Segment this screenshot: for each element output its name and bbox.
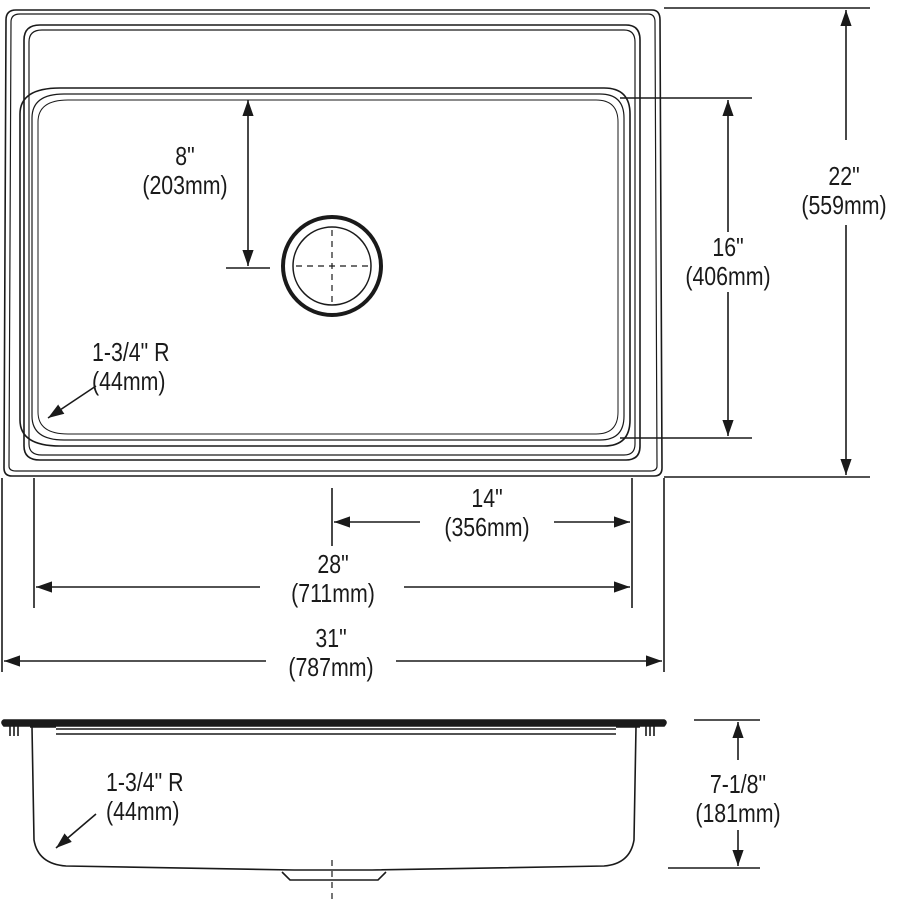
- dim-corner-radius-side: 1-3/4" R (44mm): [106, 768, 229, 826]
- dim-metric: (356mm): [444, 512, 530, 542]
- dim-metric: (406mm): [685, 261, 771, 291]
- dim-imperial: 31": [315, 623, 347, 653]
- dim-metric: (44mm): [106, 796, 180, 826]
- side-view: [1, 719, 760, 900]
- dim-corner-radius-top: 1-3/4" R (44mm): [92, 338, 215, 396]
- drain-inner: [292, 226, 372, 306]
- dim-metric: (787mm): [288, 652, 374, 682]
- dim-imperial: 7-1/8": [709, 769, 767, 799]
- side-flange: [1, 719, 667, 727]
- bowl-outline: [19, 87, 631, 447]
- drain-outer: [281, 215, 383, 317]
- dim-bowl-depth: 7-1/8" (181mm): [682, 770, 794, 828]
- dim-imperial: 22": [828, 161, 860, 191]
- dim-drain-offset: 8" (203mm): [132, 142, 239, 200]
- dim-overall-length: 22" (559mm): [788, 162, 900, 220]
- dim-imperial: 8": [175, 141, 195, 171]
- dim-imperial: 16": [712, 232, 744, 262]
- dim-overall-width: 31" (787mm): [274, 624, 387, 682]
- top-view: [3, 9, 663, 477]
- dim-imperial: 1-3/4" R: [92, 337, 170, 367]
- top-dimension-lines: [1, 7, 870, 672]
- dim-imperial: 1-3/4" R: [106, 767, 184, 797]
- dim-metric: (203mm): [142, 170, 228, 200]
- rim: [23, 24, 641, 461]
- dim-imperial: 28": [317, 549, 349, 579]
- dim-drain-to-edge: 14" (356mm): [430, 484, 543, 542]
- dim-metric: (181mm): [695, 798, 781, 828]
- dim-bowl-length: 16" (406mm): [672, 233, 784, 291]
- dim-metric: (711mm): [291, 578, 375, 608]
- side-drain: [281, 871, 387, 881]
- dim-imperial: 14": [471, 483, 503, 513]
- side-bowl: [31, 726, 637, 871]
- dim-metric: (44mm): [92, 366, 166, 396]
- deck-outer-edge: [3, 9, 663, 477]
- dim-metric: (559mm): [801, 190, 887, 220]
- dim-bowl-width: 28" (711mm): [276, 550, 389, 608]
